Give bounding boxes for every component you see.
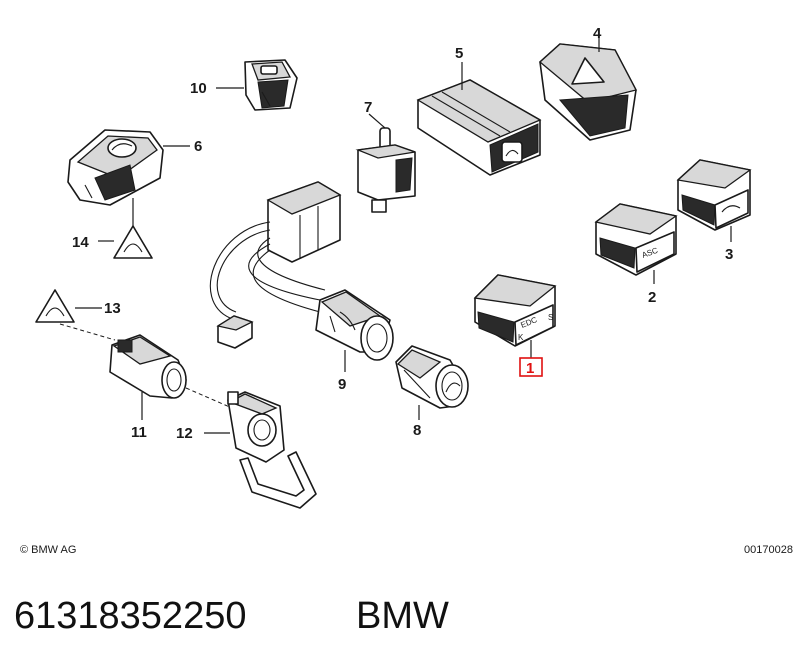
part-13-warning-label	[35, 289, 75, 323]
callout-7: 7	[364, 99, 372, 116]
part-1-edc-switch: EDC K S	[473, 274, 557, 347]
edc-s-label: S	[548, 313, 553, 322]
part-9-socket-harness	[209, 181, 394, 361]
part-11-socket	[109, 334, 187, 399]
diagram-id: 00170028	[744, 544, 793, 556]
callout-12: 12	[176, 425, 193, 442]
part-8-lighter	[395, 345, 469, 409]
callout-9: 9	[338, 376, 346, 393]
part-6-switch	[67, 129, 164, 206]
callout-5: 5	[455, 45, 463, 62]
part-4-hazard-switch	[539, 43, 637, 141]
part-5-switch-module	[416, 79, 542, 176]
callout-2: 2	[648, 289, 656, 306]
callout-8: 8	[413, 422, 421, 439]
part-2-asc-switch: ASC	[594, 203, 678, 276]
copyright-text: © BMW AG	[20, 544, 76, 556]
callout-11: 11	[131, 424, 147, 441]
callout-10: 10	[190, 80, 207, 97]
callout-14: 14	[72, 234, 89, 251]
highlight-box-1	[519, 357, 543, 377]
part-7-switch	[355, 127, 416, 213]
part-number: 61318352250	[14, 595, 246, 637]
edc-k-label: K	[518, 333, 524, 342]
brand-name: BMW	[356, 595, 449, 637]
part-14-warning-label	[113, 225, 153, 259]
part-12-bracket	[227, 391, 317, 509]
callout-3: 3	[725, 246, 733, 263]
callout-4: 4	[593, 25, 602, 42]
callout-13: 13	[104, 300, 121, 317]
callout-1: 1	[526, 360, 534, 377]
part-10-switch	[244, 59, 298, 111]
part-3-switch	[676, 159, 752, 231]
callout-6: 6	[194, 138, 202, 155]
